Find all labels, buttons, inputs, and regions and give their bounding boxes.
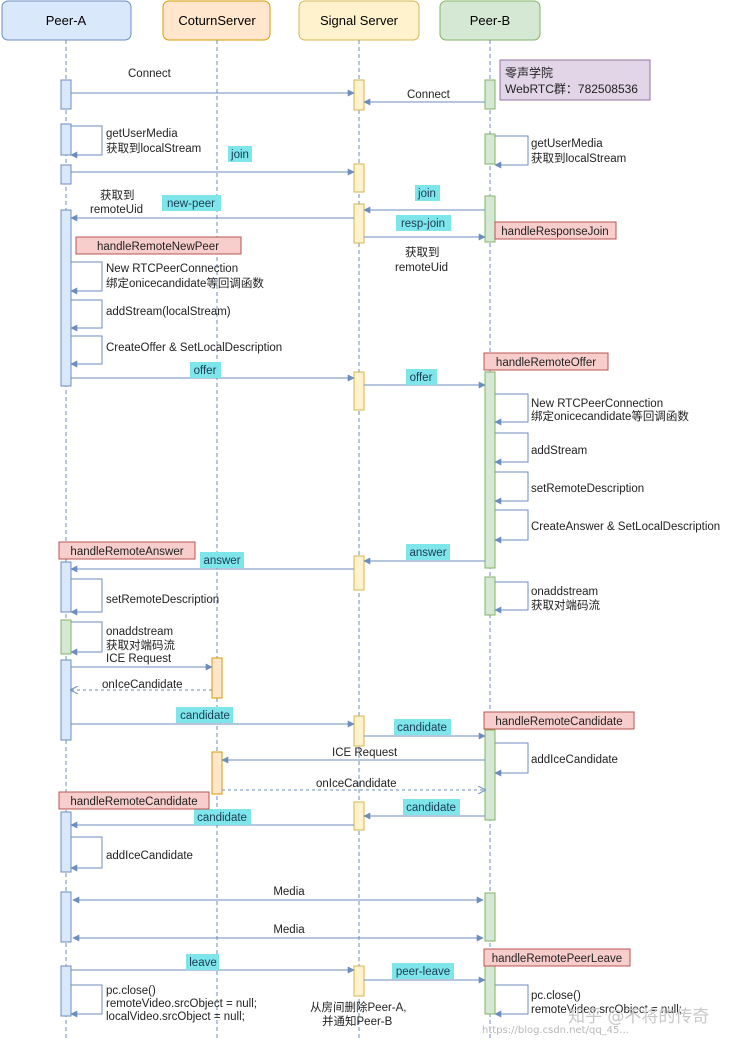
handler-remote-offer-label: handleRemoteOffer <box>496 357 596 369</box>
msg-new-pc-a-2: 绑定onicecandidate等回调函数 <box>106 276 264 290</box>
activations-coturn <box>211 657 223 795</box>
msg-onaddstream-a-2: 获取对端码流 <box>106 638 175 652</box>
msg-join-b: join <box>417 188 436 200</box>
handler-remote-answer-label: handleRemoteAnswer <box>70 546 183 558</box>
msg-close-a-1: pc.close() <box>106 985 156 997</box>
highlight-backgrounds <box>162 146 460 979</box>
handler-remote-candidate-b-label: handleRemoteCandidate <box>495 716 622 728</box>
msg-gum-a-2: 获取到localStream <box>106 142 201 155</box>
msg-gum-a-1: getUserMedia <box>106 128 178 140</box>
handler-remote-peer-leave-label: handleRemotePeerLeave <box>492 953 622 965</box>
msg-new-pc-b-1: New RTCPeerConnection <box>531 398 663 410</box>
handler-remote-offer <box>483 352 609 371</box>
msg-create-offer: CreateOffer & SetLocalDescription <box>106 342 282 354</box>
msg-candidate-b: candidate <box>406 802 456 814</box>
handler-response-join-label: handleResponseJoin <box>501 226 608 238</box>
msg-offer-a: offer <box>194 365 217 377</box>
msg-remove-1: 从房间删除Peer-A, <box>310 1000 407 1014</box>
msg-answer-b: answer <box>409 547 446 559</box>
watermark-zhihu: 知乎 @不将的传奇 <box>568 1007 709 1027</box>
msg-remoteuid-b-1: 获取到 <box>405 246 440 259</box>
msg-gum-b-1: getUserMedia <box>531 138 603 150</box>
msg-connect-b: Connect <box>407 89 451 101</box>
msg-ice-request-a: ICE Request <box>106 653 172 665</box>
msg-add-ice-a: addIceCandidate <box>106 850 193 862</box>
msg-onaddstream-b-1: onaddstream <box>531 586 598 598</box>
msg-add-stream-a: addStream(localStream) <box>106 306 231 318</box>
msg-new-pc-b-2: 绑定onicecandidate等回调函数 <box>531 409 689 423</box>
group-note: 零声学院 WebRTC群：782508536 <box>499 59 651 101</box>
handler-notes <box>58 221 635 967</box>
msg-on-ice-a: onIceCandidate <box>102 679 183 691</box>
msg-add-ice-b: addIceCandidate <box>531 754 618 766</box>
msg-gum-b-2: 获取到localStream <box>531 152 626 165</box>
activation-peer-a-onaddstream <box>60 619 72 655</box>
msg-set-remote-a: setRemoteDescription <box>106 594 219 606</box>
msg-ice-request-b: ICE Request <box>332 747 398 759</box>
msg-close-b-1: pc.close() <box>531 990 581 1002</box>
handler-remote-new-peer <box>75 236 242 255</box>
msg-onaddstream-a-1: onaddstream <box>106 626 173 638</box>
msg-remove-2: 并通知Peer-B <box>322 1014 393 1028</box>
msg-onaddstream-b-2: 获取对端码流 <box>531 598 600 612</box>
activations-peer-a <box>60 79 72 1017</box>
msg-offer-b: offer <box>410 372 433 384</box>
msg-candidate-to-a: candidate <box>197 812 247 824</box>
msg-media-2: Media <box>273 924 305 936</box>
activations-signal <box>353 79 365 997</box>
msg-new-peer: new-peer <box>167 198 215 210</box>
participant-signal-server: Signal Server <box>298 0 420 41</box>
handler-response-join <box>494 221 617 240</box>
handler-remote-candidate-a-label: handleRemoteCandidate <box>70 796 197 808</box>
msg-remoteuid-a-1: 获取到 <box>100 189 135 202</box>
handler-remote-candidate-a <box>58 791 210 810</box>
participant-signal-label: Signal Server <box>320 13 399 28</box>
watermark-url: https://blog.csdn.net/qq_45... <box>482 1025 629 1036</box>
msg-add-stream-b: addStream <box>531 445 587 457</box>
msg-peer-leave: peer-leave <box>396 966 450 978</box>
msg-resp-join: resp-join <box>401 218 445 230</box>
msg-connect-a: Connect <box>128 68 172 80</box>
participant-peer-a-label: Peer-A <box>46 13 87 28</box>
note-line-2: WebRTC群：782508536 <box>505 82 638 96</box>
participant-peer-a: Peer-A <box>1 0 132 41</box>
note-line-1: 零声学院 <box>505 65 553 80</box>
msg-close-a-2: remoteVideo.srcObject = null; <box>106 998 257 1010</box>
msg-join-a: join <box>230 149 249 161</box>
msg-media-1: Media <box>273 886 305 898</box>
msg-close-a-3: localVideo.srcObject = null; <box>106 1011 245 1023</box>
participant-peer-b-label: Peer-B <box>470 13 510 28</box>
msg-candidate-a: candidate <box>180 710 230 722</box>
participant-coturn-label: CoturnServer <box>178 13 256 28</box>
handler-remote-candidate-b <box>483 711 635 730</box>
msg-leave: leave <box>189 957 217 969</box>
msg-remoteuid-b-2: remoteUid <box>395 262 448 274</box>
msg-candidate-to-b: candidate <box>397 722 447 734</box>
msg-remoteuid-a-2: remoteUid <box>90 204 143 216</box>
msg-close-b-2: remoteVideo.srcObject = null; <box>531 1004 682 1016</box>
participant-coturn: CoturnServer <box>162 0 271 41</box>
participant-peer-b: Peer-B <box>439 0 541 41</box>
handler-remote-peer-leave <box>483 948 631 967</box>
activations-peer-b <box>484 79 496 1015</box>
handler-remote-new-peer-label: handleRemoteNewPeer <box>97 241 219 253</box>
msg-set-remote-b: setRemoteDescription <box>531 483 644 495</box>
msg-new-pc-a-1: New RTCPeerConnection <box>106 263 238 275</box>
handler-remote-answer <box>58 541 196 560</box>
messages <box>71 89 529 1018</box>
msg-on-ice-b: onIceCandidate <box>316 778 397 790</box>
msg-create-answer: CreateAnswer & SetLocalDescription <box>531 521 720 533</box>
msg-answer-a: answer <box>203 555 240 567</box>
